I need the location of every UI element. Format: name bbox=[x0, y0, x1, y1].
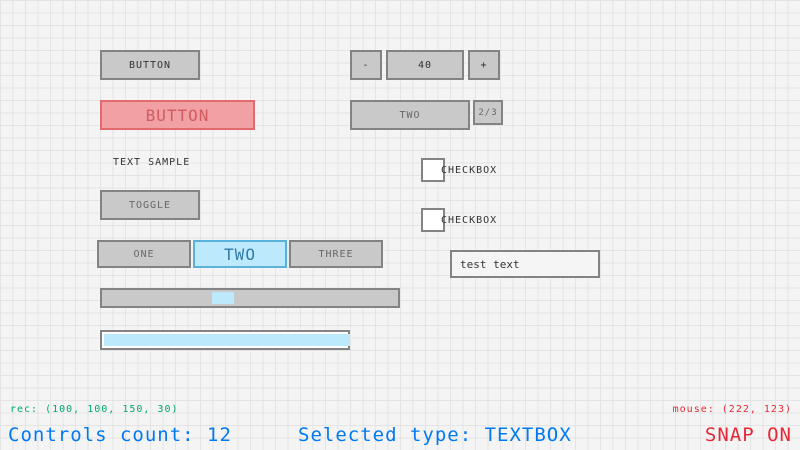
toggle-group-item-two[interactable]: TWO bbox=[193, 240, 287, 268]
status-rec: rec: (100, 100, 150, 30) bbox=[10, 404, 179, 415]
button-pressed[interactable]: BUTTON bbox=[100, 100, 255, 130]
toggle-group-item-three[interactable]: THREE bbox=[289, 240, 383, 268]
spinner-decrement-button[interactable]: - bbox=[350, 50, 382, 80]
toggle-group-item-one[interactable]: ONE bbox=[97, 240, 191, 268]
spinner-value[interactable]: 40 bbox=[386, 50, 464, 80]
status-selected-type: Selected type: TEXTBOX bbox=[298, 424, 572, 446]
checkbox-1[interactable] bbox=[421, 158, 445, 182]
checkbox-2-label: CHECKBOX bbox=[441, 214, 498, 226]
spinner-increment-button[interactable]: + bbox=[468, 50, 500, 80]
toggle-button[interactable]: TOGGLE bbox=[100, 190, 200, 220]
slider-handle[interactable] bbox=[212, 292, 234, 304]
status-controls-count: Controls count: 12 bbox=[8, 424, 232, 446]
progress-bar[interactable] bbox=[100, 330, 350, 350]
slider[interactable] bbox=[100, 288, 400, 308]
button-normal[interactable]: BUTTON bbox=[100, 50, 200, 80]
status-snap: SNAP ON bbox=[704, 424, 792, 446]
checkbox-1-label: CHECKBOX bbox=[441, 164, 498, 176]
label-text-sample: TEXT SAMPLE bbox=[113, 157, 191, 168]
combobox[interactable]: TWO bbox=[350, 100, 470, 130]
progress-bar-fill bbox=[104, 334, 350, 346]
checkbox-2[interactable] bbox=[421, 208, 445, 232]
status-mouse: mouse: (222, 123) bbox=[672, 404, 792, 415]
textbox[interactable]: test text bbox=[450, 250, 600, 278]
combobox-counter[interactable]: 2/3 bbox=[473, 100, 503, 125]
